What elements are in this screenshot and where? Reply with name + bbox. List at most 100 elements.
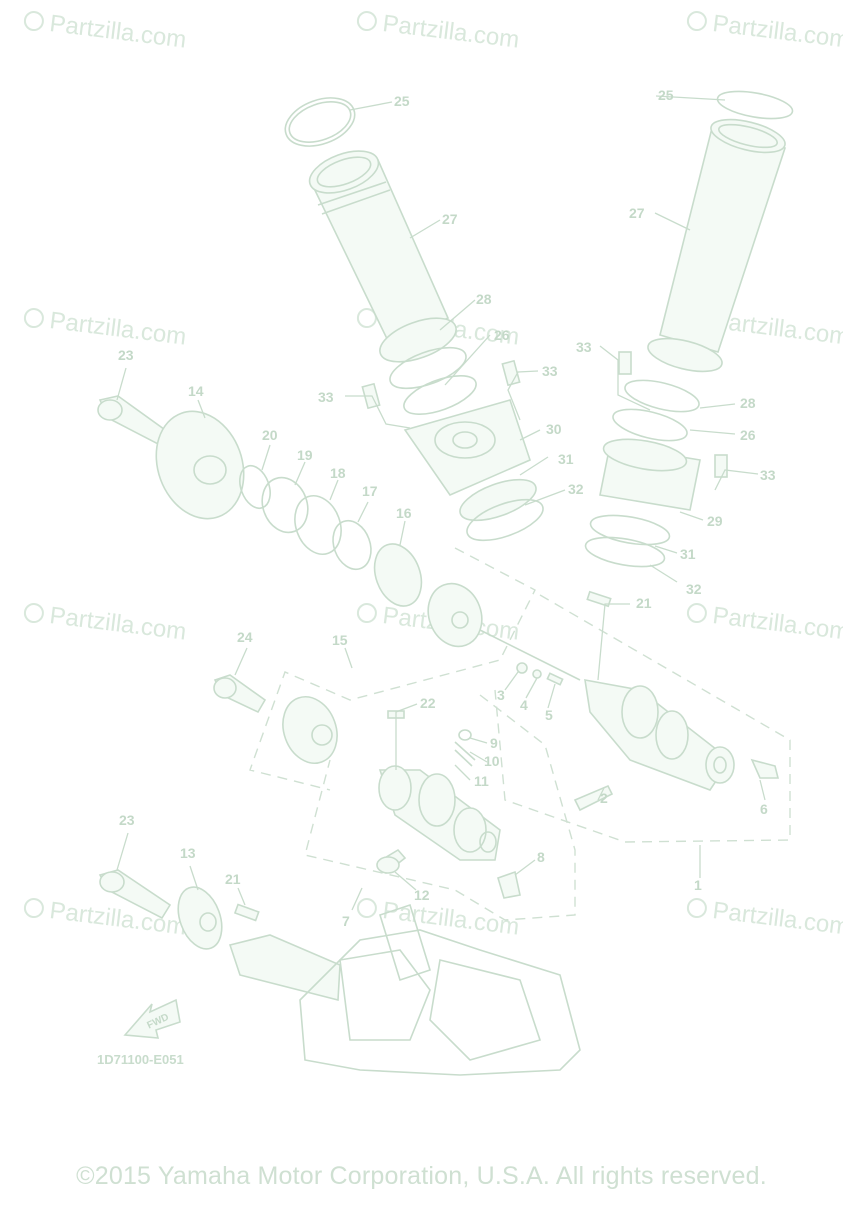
plug-8 bbox=[497, 870, 521, 899]
callout-10: 10 bbox=[484, 753, 500, 769]
callout-18: 18 bbox=[330, 465, 346, 481]
assembly-outline-1 bbox=[494, 594, 791, 843]
right-tube-assembly bbox=[584, 90, 794, 568]
callout-24: 24 bbox=[237, 629, 253, 645]
callout-28: 28 bbox=[740, 395, 756, 411]
plug-6 bbox=[750, 758, 780, 779]
callout-27: 27 bbox=[629, 205, 645, 221]
gear-15-pump-rotor bbox=[427, 582, 483, 648]
callout-25: 25 bbox=[394, 93, 410, 109]
callout-33: 33 bbox=[542, 363, 558, 379]
o-ring-26-left bbox=[389, 346, 467, 390]
copyright-mark-icon bbox=[356, 308, 377, 329]
callout-28: 28 bbox=[476, 291, 492, 307]
watermark-text: Partzilla.com bbox=[48, 307, 188, 351]
copyright-mark-icon bbox=[23, 308, 44, 329]
left-tube-assembly bbox=[284, 97, 544, 542]
assembly-outline-15 bbox=[249, 547, 536, 791]
middle-gear-24 bbox=[213, 674, 338, 764]
callout-5: 5 bbox=[545, 707, 553, 723]
watermark-text: Partzilla.com bbox=[711, 10, 843, 54]
bolt-2 bbox=[573, 784, 614, 812]
callout-3: 3 bbox=[497, 687, 505, 703]
o-ring-25-right bbox=[716, 90, 794, 120]
watermark-text: Partzilla.com bbox=[711, 897, 843, 941]
callout-27: 27 bbox=[442, 211, 458, 227]
pin-21-upper bbox=[586, 590, 612, 608]
seal-31-right bbox=[589, 514, 671, 546]
callout-2: 2 bbox=[600, 790, 608, 806]
oil-pump-assembly-1 bbox=[479, 590, 780, 812]
callout-6: 6 bbox=[760, 801, 768, 817]
lower-gear-and-case bbox=[98, 869, 581, 1076]
ball-9 bbox=[458, 729, 472, 741]
callout-33: 33 bbox=[318, 389, 334, 405]
collar-28-left bbox=[379, 317, 457, 363]
callout-33: 33 bbox=[760, 467, 776, 483]
o-ring-26-right bbox=[612, 408, 688, 442]
gear-16 bbox=[373, 543, 423, 607]
ring-28-right bbox=[624, 379, 700, 413]
copyright-mark-icon bbox=[23, 898, 44, 919]
watermark-text: Partzilla.com bbox=[48, 602, 188, 646]
callout-30: 30 bbox=[546, 421, 562, 437]
crankcase bbox=[299, 929, 581, 1076]
ball-4 bbox=[532, 669, 542, 679]
copyright-mark-icon bbox=[686, 11, 707, 32]
callout-17: 17 bbox=[362, 483, 378, 499]
gear-14 bbox=[155, 410, 245, 520]
balancer-shaft bbox=[228, 934, 341, 1002]
copyright-mark-icon bbox=[686, 898, 707, 919]
bolt-33-right-b bbox=[714, 454, 728, 478]
callout-25: 25 bbox=[658, 87, 674, 103]
callout-33: 33 bbox=[576, 339, 592, 355]
callout-32: 32 bbox=[686, 581, 702, 597]
collar-28-right bbox=[647, 337, 723, 373]
leader-lines bbox=[116, 95, 766, 911]
plate-18 bbox=[294, 495, 342, 555]
callout-23: 23 bbox=[118, 347, 134, 363]
callout-numbers: 25 25 27 27 28 28 26 26 33 33 33 33 23 2… bbox=[118, 87, 776, 929]
ball-3 bbox=[516, 662, 528, 674]
callout-22: 22 bbox=[420, 695, 436, 711]
spring-10 bbox=[454, 741, 476, 767]
callout-1: 1 bbox=[694, 877, 702, 893]
seal-31-left bbox=[459, 478, 537, 522]
washer-19 bbox=[261, 476, 309, 534]
callout-12: 12 bbox=[414, 887, 430, 903]
callout-21: 21 bbox=[225, 871, 241, 887]
callout-26: 26 bbox=[740, 427, 756, 443]
copyright-mark-icon bbox=[23, 11, 44, 32]
copyright-mark-icon bbox=[356, 898, 377, 919]
o-ring-32-right bbox=[584, 536, 666, 568]
callout-14: 14 bbox=[188, 383, 204, 399]
diagram-code: 1D71100-E051 bbox=[97, 1052, 184, 1067]
watermark-text: Partzilla.com bbox=[381, 897, 521, 941]
pin-21-lower bbox=[233, 903, 260, 922]
copyright-notice: ©2015 Yamaha Motor Corporation, U.S.A. A… bbox=[76, 1162, 767, 1190]
watermark-text: Partzilla.com bbox=[711, 602, 843, 646]
callout-21: 21 bbox=[636, 595, 652, 611]
callout-8: 8 bbox=[537, 849, 545, 865]
upper-gear-train bbox=[97, 395, 483, 648]
fwd-arrow-icon: FWD bbox=[123, 998, 181, 1039]
callout-29: 29 bbox=[707, 513, 723, 529]
callout-13: 13 bbox=[180, 845, 196, 861]
callout-16: 16 bbox=[396, 505, 412, 521]
watermark-text: Partzilla.com bbox=[48, 10, 188, 54]
assembly-outlines bbox=[249, 547, 791, 921]
watermark-text: Partzilla.com bbox=[381, 10, 521, 54]
copyright-mark-icon bbox=[356, 603, 377, 624]
callout-4: 4 bbox=[520, 697, 528, 713]
assembly-outline-7 bbox=[304, 694, 576, 921]
callout-20: 20 bbox=[262, 427, 278, 443]
gear-15-middle bbox=[282, 696, 338, 764]
oil-pump-assembly-7 bbox=[376, 710, 521, 899]
copyright-mark-icon bbox=[686, 603, 707, 624]
copyright-mark-icon bbox=[356, 11, 377, 32]
callout-9: 9 bbox=[490, 735, 498, 751]
callout-31: 31 bbox=[558, 451, 574, 467]
plate-17 bbox=[332, 519, 372, 571]
callout-32: 32 bbox=[568, 481, 584, 497]
